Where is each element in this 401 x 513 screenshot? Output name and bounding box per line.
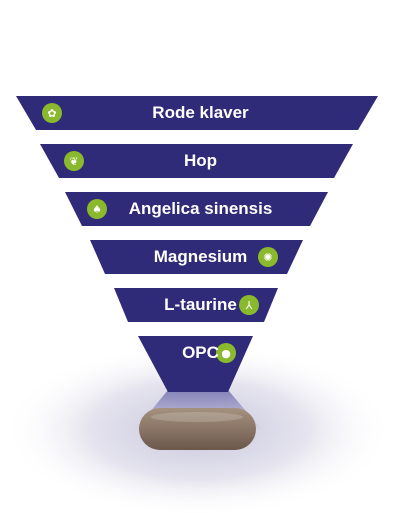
ingredient-label-magnesium: Magnesium [153, 247, 248, 266]
funnel-band [65, 192, 328, 226]
palm-icon-glyph: ✺ [263, 251, 272, 264]
operator-plus: + [196, 272, 205, 287]
hop-icon [64, 151, 84, 171]
ingredient-label-rode-klaver: Rode klaver [152, 103, 249, 122]
angelica-icon-glyph: ♠ [92, 203, 102, 216]
funnel-band [114, 288, 278, 322]
grape-icon-glyph: ● [221, 347, 231, 360]
operator-plus: + [196, 128, 205, 143]
operator-plus: + [196, 176, 205, 191]
funnel-band [16, 96, 378, 130]
operator-plus: + [196, 224, 205, 239]
pill-highlight [151, 412, 243, 422]
taurine-icon-glyph: ⅄ [246, 299, 253, 312]
ingredient-label-hop: Hop [183, 151, 218, 170]
funnel-band [90, 240, 303, 274]
hop-icon-glyph: ❦ [69, 155, 78, 168]
operator-times: x [196, 320, 205, 335]
ingredient-label-opc: OPC [182, 343, 219, 362]
grape-icon [216, 343, 236, 363]
angelica-icon [87, 199, 107, 219]
clover-icon [42, 103, 62, 123]
funnel-band [40, 144, 353, 178]
taurine-icon [239, 295, 259, 315]
supplement-pill [139, 408, 256, 450]
ingredient-label-angelica: Angelica sinensis [128, 199, 273, 218]
palm-icon [258, 247, 278, 267]
clover-icon-glyph: ✿ [47, 107, 56, 120]
ingredient-label-l-taurine: L-taurine [164, 295, 237, 314]
